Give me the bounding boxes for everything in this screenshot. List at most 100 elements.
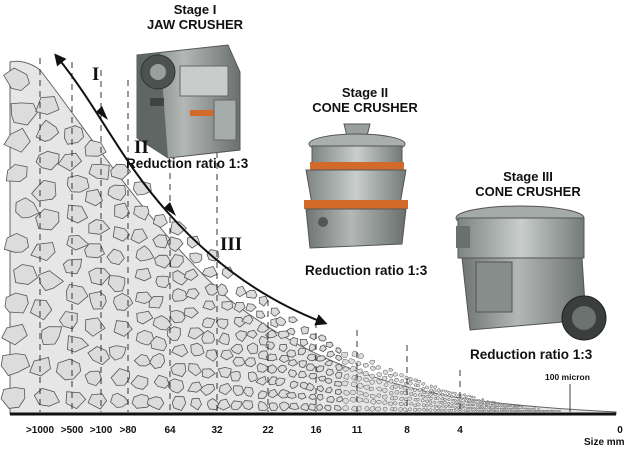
curve-mark-III (164, 202, 176, 216)
rock-fragment (309, 333, 317, 341)
rock-fragment (533, 407, 536, 410)
rock-fragment (447, 391, 451, 395)
rock-fragment (326, 395, 335, 403)
rock-fragment (463, 409, 467, 413)
stage3-title: Stage III (503, 169, 553, 184)
rock-fragment (481, 398, 484, 401)
rock-fragment (447, 402, 451, 405)
rock-fragment (368, 406, 376, 412)
rock-fragment (416, 402, 421, 407)
rock-fragment (326, 350, 336, 358)
rock-fragment (258, 350, 269, 361)
rock-fragment (433, 404, 438, 408)
rock-fragment (246, 329, 258, 339)
rock-fragment (220, 349, 234, 361)
rock-fragment (527, 409, 530, 412)
rock-fragment (392, 384, 399, 389)
rock-fragment (398, 406, 403, 412)
rock-fragment (456, 406, 461, 410)
rock-fragment (479, 402, 483, 405)
rock-fragment (488, 405, 492, 408)
rock-fragment (383, 382, 389, 388)
rock-fragment (188, 363, 203, 377)
rock-fragment (216, 283, 229, 297)
tick-label: 8 (404, 425, 410, 436)
rock-fragment (374, 406, 382, 412)
rock-fragment (453, 409, 457, 412)
rock-fragment (316, 385, 325, 393)
rock-fragment (425, 390, 430, 395)
rock-fragment (370, 394, 376, 399)
rock-fragment (504, 410, 507, 412)
rock-fragment (349, 389, 357, 395)
rock-fragment (453, 402, 457, 405)
rock-fragment (275, 316, 287, 327)
rock-fragment (496, 405, 500, 408)
rock-fragment (257, 390, 268, 399)
rock-fragment (429, 396, 433, 400)
rock-fragment (475, 398, 479, 402)
rock-fragment (1, 323, 28, 346)
rock-fragment (305, 382, 315, 392)
rock-fragment (437, 405, 441, 409)
rock-fragment (66, 335, 90, 353)
rock-fragment (334, 405, 342, 411)
rock-fragment (478, 409, 481, 412)
rock-fragment (470, 409, 474, 412)
rock-fragment (418, 393, 423, 397)
rock-fragment (84, 370, 102, 387)
tick-label: 32 (211, 425, 223, 436)
rock-fragment (420, 382, 426, 386)
rock-fragment (408, 391, 414, 396)
rock-fragment (520, 405, 523, 408)
rock-fragment (415, 384, 421, 388)
rock-fragment (453, 391, 457, 395)
rock-fragment (325, 368, 334, 376)
rock-fragment (477, 407, 481, 410)
rock-fragment (503, 405, 507, 408)
stage1-machine: JAW CRUSHER (146, 16, 244, 32)
curve-label-II: II (134, 137, 149, 158)
rock-fragment (428, 400, 433, 404)
rock-fragment (484, 402, 488, 405)
rock-fragment (481, 409, 485, 413)
rock-fragment (457, 399, 461, 403)
rock-fragment (470, 406, 474, 410)
rock-fragment (232, 356, 246, 367)
rock-fragment (189, 252, 203, 264)
rock-fragment (436, 395, 440, 400)
rock-fragment (488, 403, 491, 406)
rock-fragment (235, 285, 247, 298)
rock-fragment (133, 354, 152, 367)
rock-fragment (466, 398, 469, 401)
rock-fragment (533, 409, 536, 412)
tick-label: 0 (617, 425, 623, 436)
rock-fragment (190, 397, 202, 411)
rock-fragment (399, 396, 404, 402)
rock-fragment (505, 407, 508, 410)
rock-fragment (357, 353, 365, 359)
rock-fragment (408, 376, 413, 381)
rock-fragment (417, 388, 423, 392)
rock-fragment (349, 365, 357, 372)
rock-fragment (108, 345, 127, 361)
rock-fragment (506, 405, 509, 408)
rock-fragment (488, 407, 492, 410)
rock-fragment (376, 393, 381, 398)
tick-label: >100 (89, 425, 113, 436)
rock-fragment (515, 407, 519, 410)
rock-fragment (486, 402, 489, 405)
rock-fragment (537, 410, 540, 412)
rock-fragment (402, 407, 408, 412)
rock-fragment (268, 376, 279, 386)
rock-fragment (425, 408, 430, 412)
rock-fragment (440, 397, 444, 401)
rock-fragment (168, 378, 185, 394)
rock-fragment (413, 392, 418, 397)
rock-fragment (323, 404, 332, 412)
rock-fragment (416, 408, 422, 412)
rock-fragment (467, 397, 471, 401)
rock-fragment (505, 402, 509, 405)
cone-crusher-stage3-image (455, 205, 607, 341)
rock-fragment (486, 410, 490, 412)
